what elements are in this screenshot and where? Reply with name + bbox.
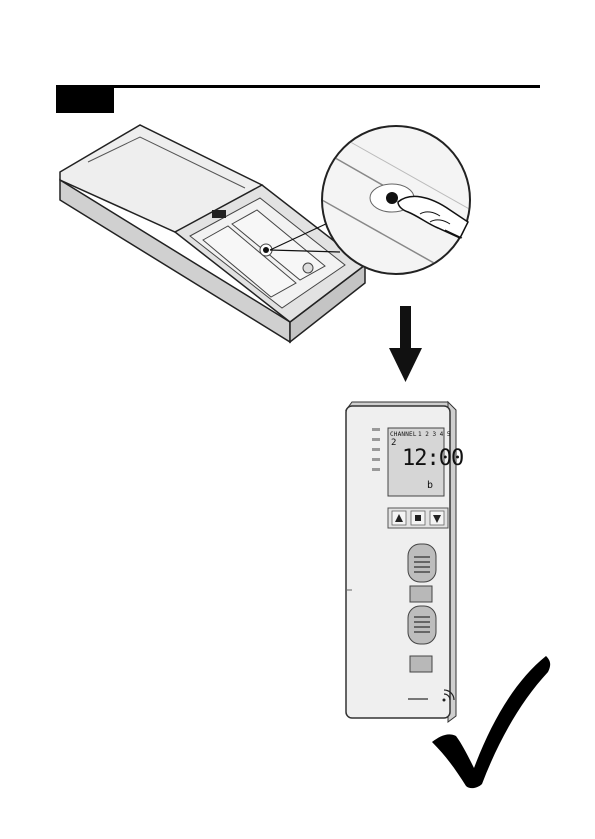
large-up-button[interactable] bbox=[408, 544, 436, 582]
function-button[interactable] bbox=[410, 656, 432, 672]
large-stop-button[interactable] bbox=[410, 586, 432, 602]
arrow-down-icon bbox=[389, 306, 422, 382]
reset-button-icon bbox=[263, 247, 269, 253]
brand-logo bbox=[408, 698, 428, 700]
lcd-active-channel: 2 bbox=[391, 438, 396, 448]
lcd-mode-symbol: b bbox=[427, 480, 433, 491]
large-down-button[interactable] bbox=[408, 606, 436, 644]
magnified-reset-button-illustration bbox=[322, 126, 480, 274]
connector-icon bbox=[212, 210, 226, 218]
control-button-row bbox=[388, 508, 448, 528]
lcd-channel-label: CHANNEL bbox=[390, 431, 417, 438]
lcd-time: 12:00 bbox=[402, 446, 463, 471]
stop-icon bbox=[415, 515, 421, 521]
lcd-channel-numbers: 1 2 3 4 5 bbox=[418, 431, 451, 438]
remote-battery-compartment-illustration bbox=[60, 125, 365, 342]
